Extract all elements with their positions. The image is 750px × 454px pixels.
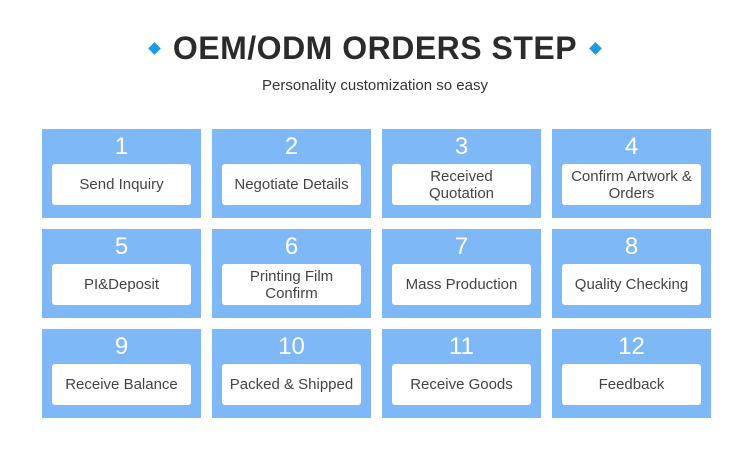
step-label: Feedback [562, 364, 701, 405]
step-label: Printing Film Confirm [222, 264, 361, 305]
page-subtitle: Personality customization so easy [262, 77, 488, 94]
step-card-11: 11 Receive Goods [382, 329, 541, 418]
step-number: 6 [284, 233, 299, 260]
step-number: 9 [114, 333, 129, 360]
step-label: Negotiate Details [222, 164, 361, 205]
diamond-left-icon [148, 42, 161, 55]
step-label: PI&Deposit [52, 264, 191, 305]
step-label: Receive Balance [52, 364, 191, 405]
step-number: 8 [624, 233, 639, 260]
step-number: 12 [618, 333, 645, 360]
step-label: Confirm Artwork & Orders [562, 164, 701, 205]
step-card-2: 2 Negotiate Details [212, 129, 371, 218]
step-number: 5 [114, 233, 129, 260]
step-label: Packed & Shipped [222, 364, 361, 405]
step-number: 10 [278, 333, 305, 360]
step-card-12: 12 Feedback [552, 329, 711, 418]
step-label: Received Quotation [392, 164, 531, 205]
step-card-7: 7 Mass Production [382, 229, 541, 318]
step-label: Quality Checking [562, 264, 701, 305]
step-number: 4 [624, 133, 639, 160]
step-card-3: 3 Received Quotation [382, 129, 541, 218]
step-number: 11 [449, 333, 474, 360]
step-label: Mass Production [392, 264, 531, 305]
step-label: Receive Goods [392, 364, 531, 405]
header: OEM/ODM ORDERS STEP [0, 30, 750, 67]
diamond-right-icon [589, 42, 602, 55]
step-card-5: 5 PI&Deposit [42, 229, 201, 318]
step-number: 2 [284, 133, 299, 160]
step-card-1: 1 Send Inquiry [42, 129, 201, 218]
step-card-6: 6 Printing Film Confirm [212, 229, 371, 318]
step-number: 7 [454, 233, 469, 260]
step-card-8: 8 Quality Checking [552, 229, 711, 318]
step-number: 1 [114, 133, 129, 160]
page-title: OEM/ODM ORDERS STEP [172, 30, 578, 66]
step-card-10: 10 Packed & Shipped [212, 329, 371, 418]
step-label: Send Inquiry [52, 164, 191, 205]
step-number: 3 [454, 133, 469, 160]
step-card-4: 4 Confirm Artwork & Orders [552, 129, 711, 218]
step-card-9: 9 Receive Balance [42, 329, 201, 418]
steps-grid: 1 Send Inquiry 2 Negotiate Details 3 Rec… [42, 129, 711, 418]
